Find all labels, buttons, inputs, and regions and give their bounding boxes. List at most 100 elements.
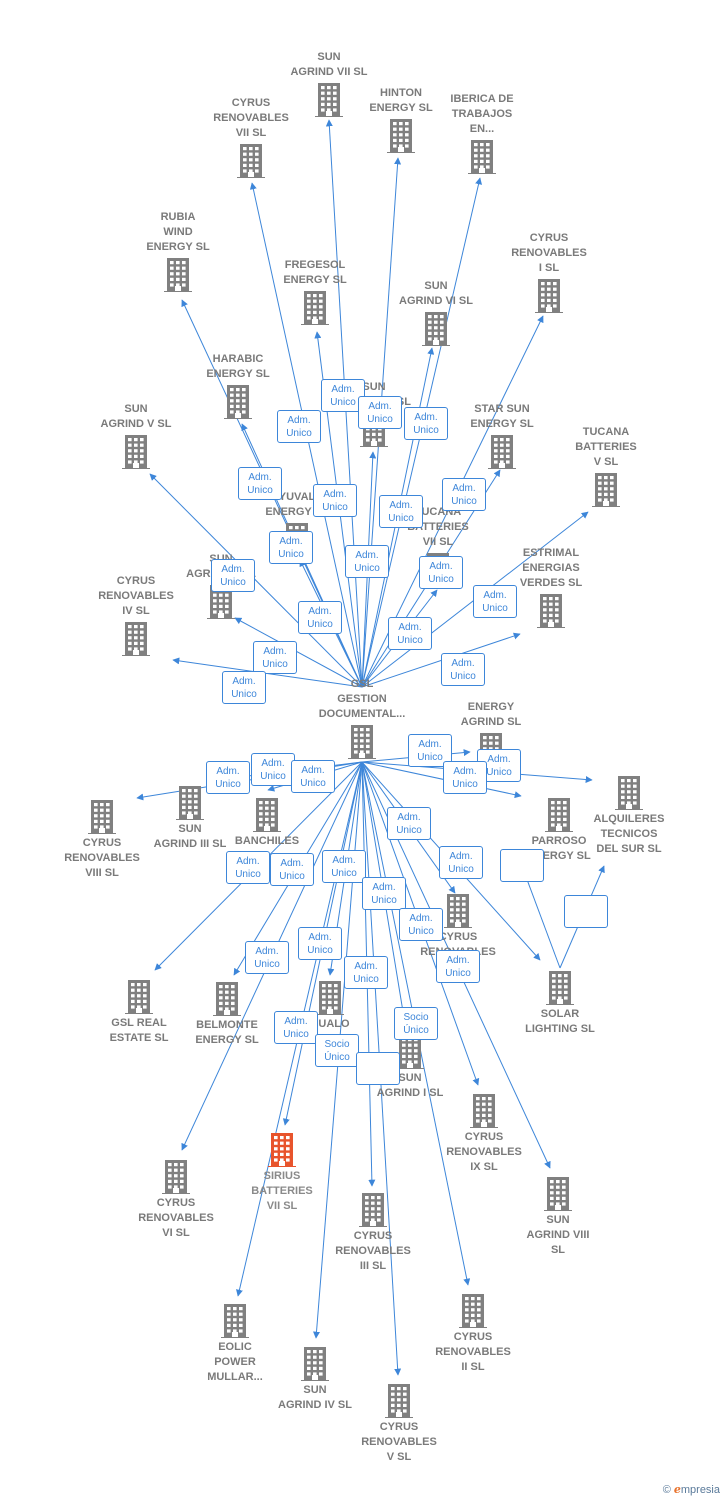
adm-unico-badge[interactable]: Adm. Unico [345,545,389,578]
adm-unico-badge[interactable]: Adm. Unico [439,846,483,879]
edge-gsl-sunv [149,473,363,688]
building-icon [122,622,150,656]
company-label: SUN AGRIND VI SL [399,280,473,307]
company-label: SUN AGRIND III SL [153,823,227,850]
building-icon [468,140,496,174]
company-label: HARABIC ENERGY SL [206,353,270,380]
adm-unico-badge[interactable]: Adm. Unico [473,585,517,618]
building-icon [387,119,415,153]
adm-unico-badge[interactable]: Adm. Unico [387,807,431,840]
adm-unico-badge[interactable]: Adm. Unico [436,950,480,983]
adm-unico-badge[interactable]: Adm. Unico [222,671,266,704]
company-label: SUN AGRIND VII SL [290,51,368,78]
adm-unico-badge[interactable]: Adm. Unico [399,908,443,941]
adm-unico-badge[interactable]: Adm. Unico [238,467,282,500]
adm-unico-badge[interactable]: Socio Único [315,1034,359,1067]
adm-unico-badge[interactable]: Adm. Unico [362,877,406,910]
building-icon [253,798,281,832]
adm-unico-badge[interactable]: Adm. Unico [251,753,295,786]
adm-unico-badge[interactable]: Adm. Unico [211,559,255,592]
building-icon [396,1035,424,1069]
brand-footer[interactable]: © empresia [663,1483,720,1496]
building-icon [359,1193,387,1227]
edge-gsl-sunii [234,617,363,688]
company-label: STAR SUN ENERGY SL [470,403,534,430]
building-icon [459,1294,487,1328]
company-label: GSL REAL ESTATE SL [109,1017,169,1044]
adm-unico-badge[interactable]: Adm. Unico [321,379,365,412]
building-icon [535,279,563,313]
company-label: CYRUS RENOVABLES VI SL [138,1197,214,1239]
company-label: IBERICA DE TRABAJOS EN... [450,93,514,135]
adm-unico-badge[interactable]: Adm. Unico [298,601,342,634]
adm-unico-badge[interactable]: Adm. Unico [322,850,366,883]
building-icon [444,894,472,928]
building-icon [422,312,450,346]
adm-unico-badge[interactable]: Adm. Unico [253,641,297,674]
building-icon [221,1304,249,1338]
adm-unico-badge[interactable]: Adm. Unico [442,478,486,511]
company-label: CYRUS RENOVABLES IV SL [98,575,174,617]
building-icon [176,786,204,820]
building-icon [470,1094,498,1128]
adm-unico-badge[interactable]: Adm. Unico [388,617,432,650]
adm-unico-badge[interactable]: Adm. Unico [443,761,487,794]
company-label: ENERGY AGRIND SL [460,701,522,728]
company-label: SUN AGRIND VIII SL [526,1214,590,1256]
company-label: SIRIUS BATTERIES VII SL [251,1170,313,1212]
adm-unico-badge[interactable]: Adm. Unico [291,760,335,793]
building-icon [213,982,241,1016]
socio-unico-badge[interactable] [500,849,544,882]
building-icon [301,291,329,325]
building-icon [544,1177,572,1211]
company-label: CYRUS RENOVABLES V SL [361,1421,437,1463]
adm-unico-badge[interactable]: Adm. Unico [206,761,250,794]
socio-unico-badge[interactable] [564,895,608,928]
building-icon [615,776,643,810]
building-icon [592,473,620,507]
building-icon [122,435,150,469]
adm-unico-badge[interactable]: Adm. Unico [358,396,402,429]
building-icon [224,385,252,419]
adm-unico-badge[interactable]: Adm. Unico [313,484,357,517]
company-label: CYRUS RENOVABLES IX SL [446,1131,522,1173]
adm-unico-badge[interactable]: Adm. Unico [245,941,289,974]
company-label: EOLIC POWER MULLAR... [207,1341,263,1383]
company-label: SUN AGRIND V SL [100,403,172,430]
adm-unico-badge[interactable]: Adm. Unico [274,1011,318,1044]
brand-initial: e [673,1483,681,1496]
edge-gsl-parroso [361,761,522,799]
adm-unico-badge[interactable]: Adm. Unico [226,851,270,884]
building-icon [125,980,153,1014]
company-label: SUN AGRIND IV SL [278,1384,352,1411]
adm-unico-badge[interactable]: Adm. Unico [298,927,342,960]
building-icon [348,725,376,759]
company-label: RUBIA WIND ENERGY SL [146,211,210,253]
company-label: SOLAR LIGHTING SL [525,1008,595,1035]
adm-unico-badge[interactable]: Adm. Unico [441,653,485,686]
adm-unico-badge[interactable]: Adm. Unico [379,495,423,528]
building-icon [537,594,565,628]
company-label: GSL GESTION DOCUMENTAL... [318,678,406,720]
building-icon [385,1384,413,1418]
brand-name: mpresia [680,1484,720,1496]
company-label: CYRUS RENOVABLES III SL [335,1230,411,1272]
adm-unico-badge[interactable]: Socio Único [394,1007,438,1040]
building-icon [237,144,265,178]
company-label: BELMONTE ENERGY SL [195,1019,259,1046]
adm-unico-badge[interactable] [356,1052,400,1085]
adm-unico-badge[interactable]: Adm. Unico [269,531,313,564]
company-label: CYRUS RENOVABLES VIII SL [64,837,140,879]
building-icon [316,981,344,1015]
building-icon [545,798,573,832]
company-label: CYRUS RENOVABLES II SL [435,1331,511,1373]
adm-unico-badge[interactable]: Adm. Unico [344,956,388,989]
building-icon [546,971,574,1005]
adm-unico-badge[interactable]: Adm. Unico [270,853,314,886]
company-label: CYRUS RENOVABLES VII SL [213,97,289,139]
adm-unico-badge[interactable]: Adm. Unico [419,556,463,589]
copyright-icon: © [662,1484,671,1496]
company-label: ALQUILERES TECNICOS DEL SUR SL [593,813,665,855]
adm-unico-badge[interactable]: Adm. Unico [277,410,321,443]
adm-unico-badge[interactable]: Adm. Unico [404,407,448,440]
